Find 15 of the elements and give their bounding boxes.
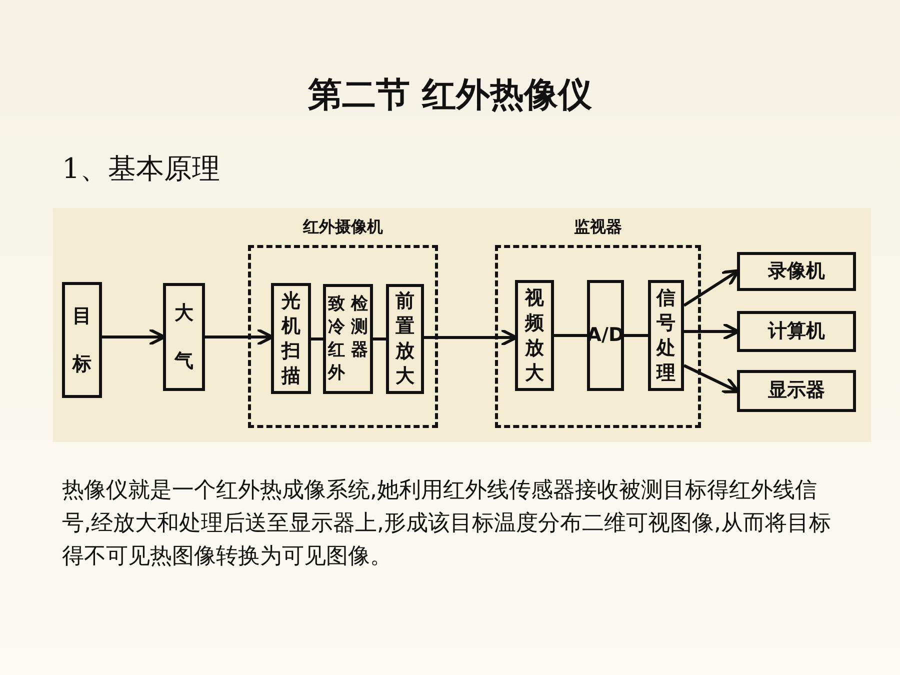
block-box: 视频放大 (515, 280, 554, 391)
block-box: 致冷红外检测器 (323, 284, 373, 394)
block-box: 显示器 (737, 370, 856, 412)
block-box: 前置放大 (386, 284, 424, 394)
group-heading: 红外摄像机 (302, 217, 384, 238)
block-box: 信号处理 (648, 280, 684, 391)
block-box: 计算机 (737, 311, 856, 352)
block-box: 目标 (62, 282, 102, 398)
title: 第二节 红外热像仪 (307, 74, 593, 117)
section-heading: 1、基本原理 (62, 151, 220, 187)
description-paragraph: 热像仪就是一个红外热成像系统,她利用红外线传感器接收被测目标得红外线信号,经放大和处理后送至显示器上,形成该目标温度分布二维可视图像,从而将目标得不可见热图像转换为可见图像。 (62, 477, 832, 571)
block-box: 录像机 (737, 252, 856, 291)
block-box: 大气 (163, 283, 205, 391)
block-box: 光机扫描 (271, 283, 311, 394)
group-heading: 监视器 (573, 217, 623, 238)
